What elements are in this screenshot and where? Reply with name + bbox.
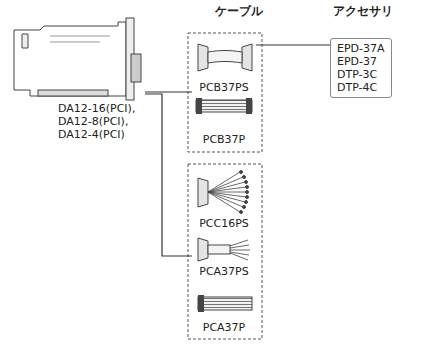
cable-item: PCB37PS <box>192 38 256 94</box>
ribbon-connector <box>198 295 204 312</box>
accessory-name: EPD-37 <box>337 55 385 68</box>
accessory-box: EPD-37AEPD-37DTP-3CDTP-4C <box>330 38 392 98</box>
accessory-name: DTP-4C <box>337 81 385 94</box>
cable-item: PCB37P <box>192 96 256 146</box>
accessory-name: EPD-37A <box>337 42 385 55</box>
cable-name: PCA37PS <box>199 265 248 278</box>
cable-line <box>145 94 192 256</box>
board-name: DA12-16(PCI), DA12-8(PCI), DA12-4(PCI) <box>58 102 142 141</box>
column-header: アクセサリ <box>333 3 393 20</box>
cable-group <box>188 164 262 339</box>
column-header: ケーブル <box>215 3 263 20</box>
ribbon-cable-icon <box>196 100 252 112</box>
cable-name: PCC16PS <box>199 217 249 230</box>
board-node: DA12-16(PCI), DA12-8(PCI), DA12-4(PCI) <box>12 18 145 142</box>
loose-end-cable-icon <box>198 238 250 261</box>
cable-item: PCA37P <box>192 290 256 334</box>
cable-name: PCA37P <box>203 321 245 334</box>
ribbon-connector <box>196 98 202 114</box>
cable-item: PCA37PS <box>192 234 256 278</box>
cable-group <box>188 33 262 152</box>
cable-line <box>145 91 192 92</box>
accessory-name: DTP-3C <box>337 68 385 81</box>
cable-name: PCB37P <box>203 133 246 146</box>
ribbon-cable-icon <box>198 297 252 310</box>
cable-line <box>256 44 330 45</box>
ribbon-connector <box>246 98 252 114</box>
cable-item: PCC16PS <box>192 168 256 230</box>
cable-name: PCB37PS <box>199 81 248 94</box>
shielded-cable-icon <box>198 44 252 71</box>
pci-board <box>14 18 141 100</box>
fan-out-cable-icon <box>198 171 249 214</box>
